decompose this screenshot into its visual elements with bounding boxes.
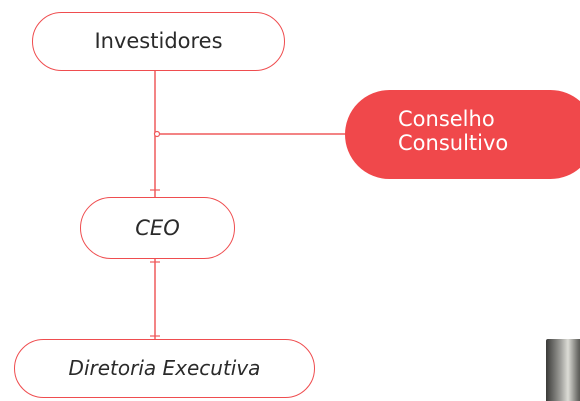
node-ceo[interactable]: CEO: [80, 197, 235, 259]
connector-junction: [153, 130, 161, 138]
node-conselho-label-line2: Consultivo: [398, 131, 509, 156]
node-investidores[interactable]: Investidores: [32, 12, 285, 71]
node-ceo-label: CEO: [135, 215, 180, 240]
node-diretoria-executiva[interactable]: Diretoria Executiva: [14, 339, 315, 398]
node-diretoria-label: Diretoria Executiva: [68, 356, 261, 380]
node-conselho-label-line1: Conselho: [398, 107, 495, 131]
photo-thumbnail: [546, 339, 580, 401]
node-conselho-consultivo[interactable]: Conselho Consultivo: [345, 90, 580, 179]
node-investidores-label: Investidores: [94, 29, 223, 54]
